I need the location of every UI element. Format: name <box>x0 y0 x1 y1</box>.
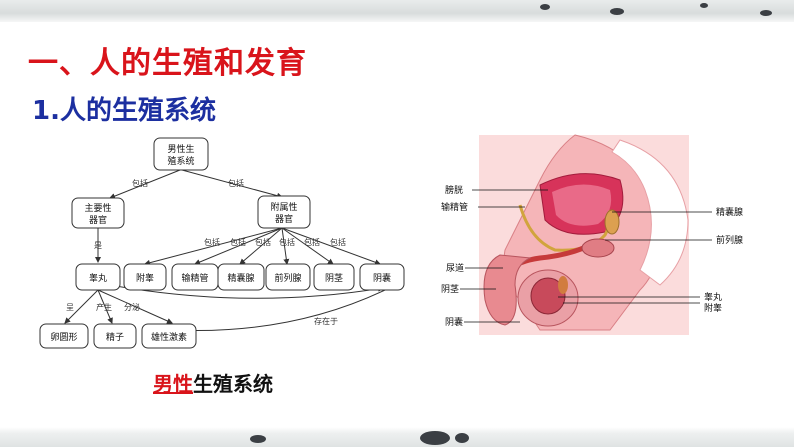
label-prostate: 前列腺 <box>716 234 743 246</box>
label-bladder: 膀胱 <box>445 184 463 196</box>
label-vas-deferens: 输精管 <box>441 201 468 213</box>
label-testis: 睾丸 <box>704 291 722 303</box>
label-seminal-vesicle: 精囊腺 <box>716 206 743 218</box>
label-scrotum: 阴囊 <box>445 316 463 328</box>
label-penis: 阴茎 <box>441 283 459 295</box>
prostate <box>582 239 614 257</box>
seminal-vesicle <box>605 210 619 234</box>
label-urethra: 尿道 <box>446 262 464 274</box>
epididymis <box>558 276 568 294</box>
label-epididymis: 附睾 <box>704 302 722 314</box>
